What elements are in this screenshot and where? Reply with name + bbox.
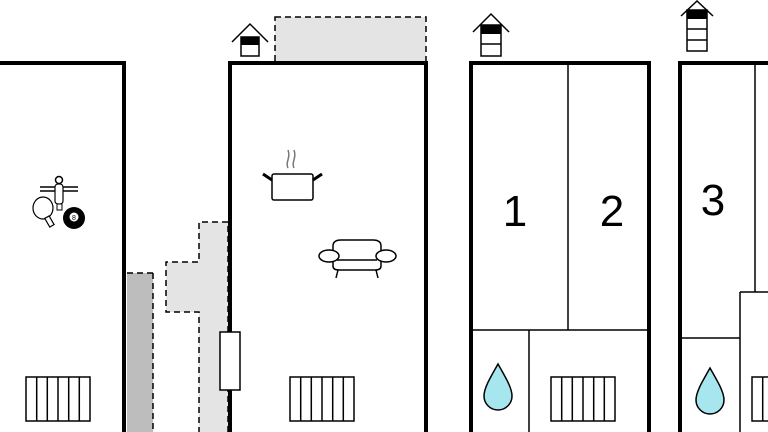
radiator-icon <box>550 376 616 422</box>
stairs-icon <box>231 22 269 57</box>
room-label: 2 <box>600 187 624 236</box>
games-icon: 8 <box>32 175 85 229</box>
room-label: 3 <box>701 176 725 225</box>
shed-area <box>127 273 153 432</box>
cooking-pot-icon <box>262 149 323 201</box>
floor-living-kitchen <box>219 16 428 432</box>
floor-bedroom-3: 3 <box>678 61 768 432</box>
stairs-icon <box>472 12 510 57</box>
room-label: 1 <box>503 187 527 236</box>
terrace-area <box>165 221 229 432</box>
radiator-icon <box>289 376 355 422</box>
balcony-area <box>274 16 427 64</box>
svg-text:8: 8 <box>72 215 76 222</box>
sofa-icon <box>318 239 397 279</box>
door <box>219 331 241 391</box>
bathroom-drop-icon <box>483 363 513 411</box>
floor-games-room: 8 <box>0 61 126 432</box>
radiator-icon <box>25 376 91 422</box>
bathroom-drop-icon <box>695 367 725 415</box>
radiator-icon <box>751 376 768 422</box>
floor-bedrooms-1-2: 1 2 <box>469 61 651 432</box>
stairs-icon <box>680 0 714 52</box>
